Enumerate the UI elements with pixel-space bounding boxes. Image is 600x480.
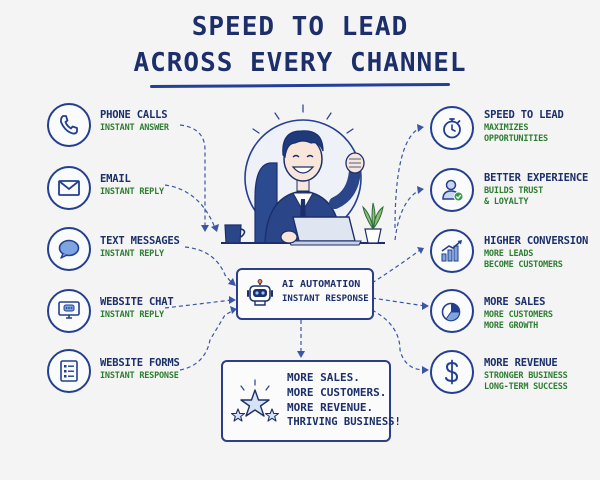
channel-sub-forms: INSTANT RESPONSE	[100, 371, 179, 381]
benefit-sub1-speed: MAXIMIZES	[484, 123, 529, 133]
connector-email	[164, 184, 216, 229]
dollar-icon	[445, 359, 459, 385]
stopwatch-icon	[443, 118, 461, 139]
robot-icon	[247, 279, 273, 306]
automation-box: AI AUTOMATION INSTANT RESPONSE	[236, 268, 374, 320]
envelope-icon	[58, 180, 80, 196]
dollar-icon-circle	[430, 350, 474, 394]
stopwatch-icon-circle	[430, 106, 474, 150]
result-line-3: MORE REVENUE.	[287, 401, 374, 414]
benefit-label-experience: BETTER EXPERIENCE	[484, 172, 589, 184]
stars-icon	[230, 379, 280, 422]
benefit-sub2-experience: & LOYALTY	[484, 197, 529, 207]
channel-sub-text: INSTANT REPLY	[100, 249, 164, 259]
channel-label-forms: WEBSITE FORMS	[100, 357, 180, 369]
connector-forms	[179, 309, 235, 371]
arrowhead-revenue	[422, 366, 429, 374]
channel-label-text: TEXT MESSAGES	[100, 235, 180, 247]
channel-sub-phone: INSTANT ANSWER	[100, 123, 169, 133]
arrowhead-conversion	[417, 247, 424, 254]
bar-chart-growth-icon	[441, 240, 462, 262]
arrowhead-speed	[417, 124, 424, 132]
result-line-2: MORE CUSTOMERS.	[287, 386, 387, 399]
connector-sales	[371, 297, 426, 307]
channel-sub-email: INSTANT REPLY	[100, 187, 164, 197]
envelope-icon-circle	[47, 166, 91, 210]
connector-revenue	[371, 309, 426, 371]
connector-chat	[164, 299, 233, 309]
arrowhead-experience	[417, 186, 424, 194]
result-box: MORE SALES. MORE CUSTOMERS. MORE REVENUE…	[221, 360, 401, 442]
channel-label-phone: PHONE CALLS	[100, 109, 168, 121]
connector-experience	[394, 189, 421, 241]
result-line-4: THRIVING BUSINESS!	[287, 416, 401, 428]
chat-bubble-icon-circle	[47, 227, 91, 271]
arrowhead-sales	[422, 302, 429, 310]
arrowhead-chat	[229, 296, 236, 304]
monitor-chat-icon-circle	[47, 289, 91, 333]
benefit-label-speed: SPEED TO LEAD	[484, 109, 564, 121]
user-check-icon	[442, 179, 464, 202]
businessman-illustration	[221, 104, 385, 246]
benefit-sub1-revenue: STRONGER BUSINESS	[484, 371, 568, 381]
connector-phone	[179, 124, 206, 228]
benefit-label-revenue: MORE REVENUE	[484, 357, 558, 369]
phone-icon	[60, 115, 78, 135]
form-list-icon	[60, 360, 78, 382]
arrowhead-text	[228, 278, 236, 286]
title-line-2: ACROSS EVERY CHANNEL	[133, 48, 467, 78]
connector-conversion	[371, 249, 421, 284]
pie-chart-icon-circle	[430, 289, 474, 333]
connector-text	[184, 246, 233, 284]
arrowhead-phone	[201, 225, 209, 232]
automation-label: AI AUTOMATION	[282, 279, 361, 290]
benefit-label-conversion: HIGHER CONVERSION	[484, 235, 589, 247]
bar-chart-growth-icon-circle	[430, 229, 474, 273]
channel-label-email: EMAIL	[100, 173, 131, 185]
benefit-label-sales: MORE SALES	[484, 296, 546, 308]
benefit-sub2-sales: MORE GROWTH	[484, 321, 539, 331]
benefit-sub1-experience: BUILDS TRUST	[484, 186, 544, 196]
channel-label-chat: WEBSITE CHAT	[100, 296, 174, 308]
arrowhead-forms	[230, 306, 237, 314]
benefit-sub1-sales: MORE CUSTOMERS	[484, 310, 553, 320]
title-line-1: SPEED TO LEAD	[191, 12, 409, 42]
connector-speed	[394, 127, 421, 229]
pie-chart-icon	[441, 302, 461, 322]
form-list-icon-circle	[47, 349, 91, 393]
result-line-1: MORE SALES.	[287, 371, 360, 384]
benefit-sub1-conversion: MORE LEADS	[484, 249, 534, 259]
benefit-sub2-revenue: LONG-TERM SUCCESS	[484, 382, 568, 392]
monitor-chat-icon	[58, 301, 80, 319]
benefit-sub2-conversion: BECOME CUSTOMERS	[484, 260, 563, 270]
user-check-icon-circle	[430, 168, 474, 212]
benefit-sub2-speed: OPPORTUNITIES	[484, 134, 548, 144]
arrowhead-result	[297, 351, 305, 358]
arrowhead-email	[211, 224, 219, 232]
channel-sub-chat: INSTANT REPLY	[100, 310, 164, 320]
phone-icon-circle	[47, 103, 91, 147]
automation-sub: INSTANT RESPONSE	[282, 294, 369, 304]
chat-bubble-icon	[58, 239, 80, 259]
